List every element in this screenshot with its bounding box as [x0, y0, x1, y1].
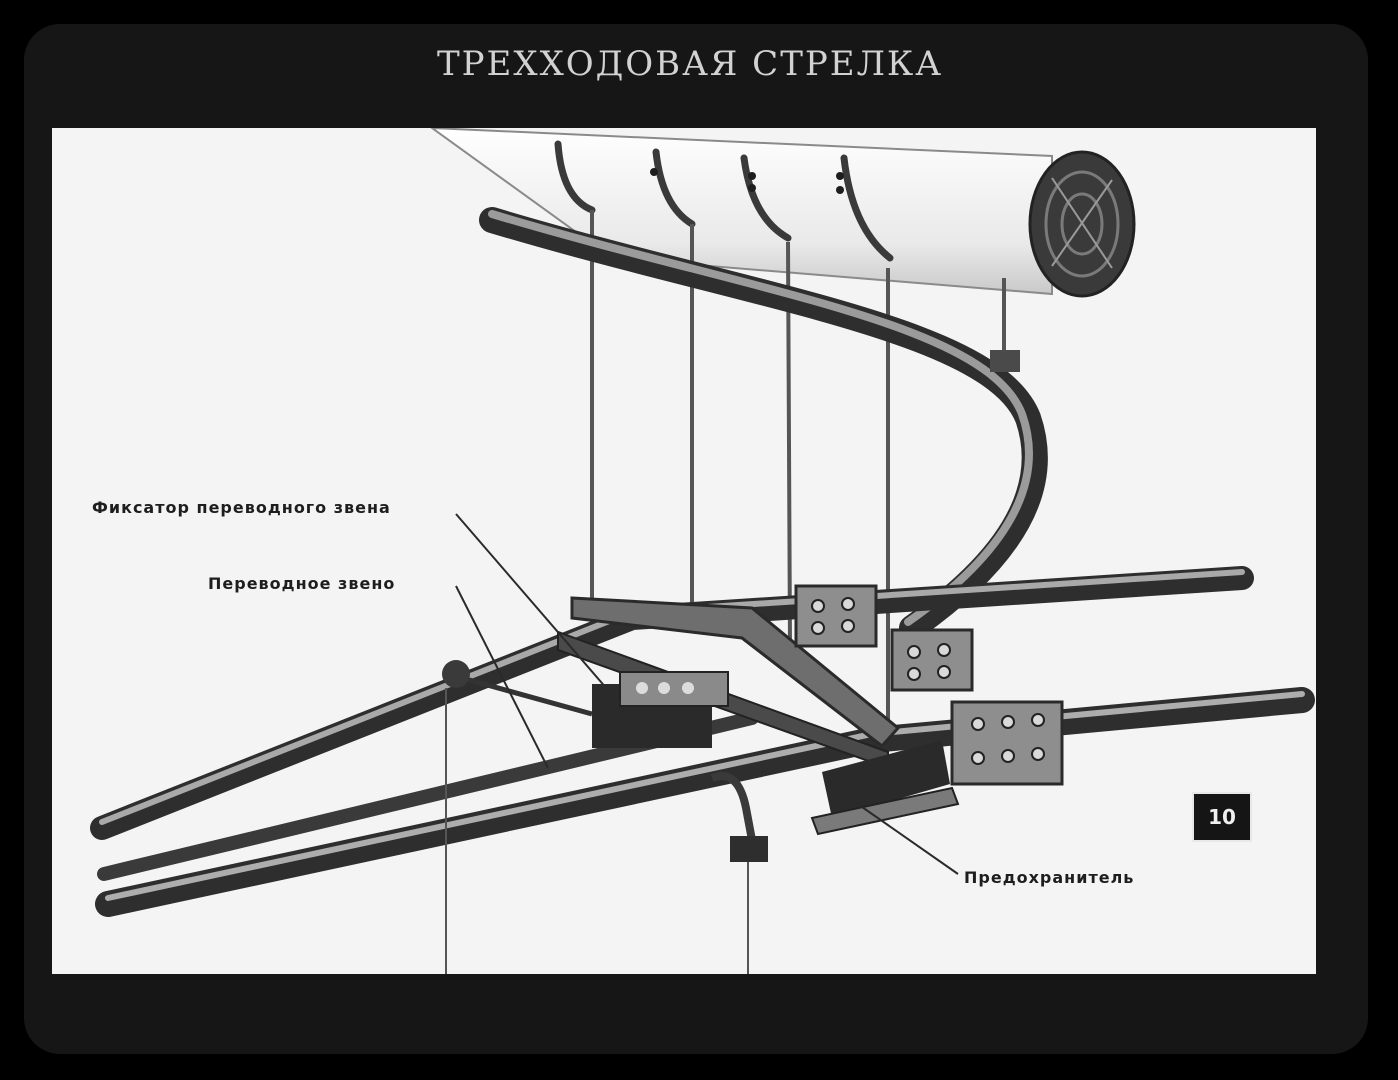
slide-title: ТРЕХХОДОВАЯ СТРЕЛКА	[437, 44, 943, 84]
diagram-panel: Фиксатор переводного звена Переводное зв…	[52, 128, 1316, 974]
curved-track-clamp	[990, 350, 1020, 372]
fuse-block	[810, 740, 960, 836]
switch-illustration	[90, 128, 1315, 974]
clamp-bolts	[811, 597, 1045, 765]
label-fuse: Предохранитель	[964, 868, 1135, 887]
curved-track	[479, 207, 1048, 641]
page-number-badge: 10	[1192, 792, 1252, 842]
hanger-bolts	[650, 168, 844, 194]
span-wires	[445, 688, 749, 974]
label-transfer-link: Переводное звено	[208, 574, 396, 593]
overhead-beam	[430, 128, 1136, 298]
leader-lines	[455, 513, 959, 875]
beam-hangers	[554, 140, 894, 262]
lower-hanger	[710, 772, 768, 862]
label-fixator: Фиксатор переводного звена	[92, 498, 391, 517]
